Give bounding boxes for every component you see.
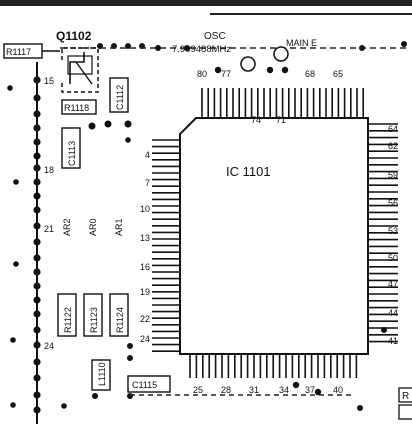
resistor-r1118 (61, 99, 97, 115)
capacitor-c1113 (61, 127, 81, 169)
ic-pin-label-bottom: 37 (305, 385, 315, 395)
bus-pin-21: 21 (44, 224, 54, 234)
ic1101-body (179, 117, 369, 355)
ic-pin-label-right: 47 (388, 279, 398, 289)
ic-pin-label-bottom: 34 (279, 385, 289, 395)
mainboard-label: MAIN E (286, 38, 317, 48)
ic-pin-label-top: 68 (305, 69, 315, 79)
ic1101-label: IC 1101 (226, 164, 271, 179)
ic-pins-bottom (189, 354, 358, 378)
ic-pin-label-right: 56 (388, 198, 398, 208)
c1113-label: C1113 (67, 141, 77, 166)
l1110-label: L1110 (97, 362, 107, 386)
osc-pad-left (240, 56, 256, 72)
array-ar0-label: AR0 (88, 218, 98, 236)
bus-pin-24: 24 (44, 341, 54, 351)
ic-pin-label-left: 10 (140, 204, 150, 214)
ic-pin-label-right: 41 (388, 336, 398, 346)
ic-pin-label-left: 7 (145, 178, 150, 188)
bus-pin-18: 18 (44, 165, 54, 175)
ic-pin-label-bottom: 28 (221, 385, 231, 395)
edge-connector-box (398, 387, 412, 403)
ic-pin-label-top: 74 (251, 115, 261, 125)
r1118-label: R1118 (64, 103, 89, 113)
ic-pin-label-left: 13 (140, 233, 150, 243)
ic-pin-label-left: 4 (145, 150, 150, 160)
edge-connector-label: R (402, 391, 409, 402)
array-ar1-label: AR1 (114, 218, 124, 236)
resistor-r1123 (83, 293, 103, 337)
ic-pin-label-top: 71 (276, 115, 286, 125)
ic-pin-label-bottom: 25 (193, 385, 203, 395)
r1123-label: R1123 (89, 307, 99, 333)
ic-pins-left (152, 139, 180, 353)
ic-pin-label-top: 80 (197, 69, 207, 79)
c1115-label: C1115 (132, 380, 157, 390)
ic-pin-label-right: 59 (388, 170, 398, 180)
osc-frequency: 7.999488MHz (172, 44, 231, 55)
ic-pin-label-right: 64 (388, 124, 398, 134)
capacitor-c1112 (109, 77, 129, 113)
osc-label: OSC (204, 31, 226, 42)
resistor-r1124 (109, 293, 129, 337)
ic-pin-label-right: 62 (388, 141, 398, 151)
ic-pin-label-top: 65 (333, 69, 343, 79)
ic-pin-label-right: 44 (388, 308, 398, 318)
ic-pin-label-bottom: 31 (249, 385, 259, 395)
left-bus-dots (33, 76, 41, 414)
transistor-q1102 (61, 47, 99, 93)
ic-pin-label-left: 16 (140, 262, 150, 272)
ic-pin-label-right: 50 (388, 253, 398, 263)
ic-pin-label-left: 24 (140, 334, 150, 344)
inductor-l1110 (91, 359, 111, 391)
capacitor-c1115 (127, 375, 171, 393)
c1112-label: C1112 (115, 85, 125, 110)
ic-pin-label-top: 77 (221, 69, 231, 79)
ic-pins-top (201, 88, 365, 118)
ic-pin-label-left: 22 (140, 314, 150, 324)
r1122-label: R1122 (63, 307, 73, 333)
array-ar2-label: AR2 (62, 218, 72, 236)
top-border (0, 0, 412, 6)
r1117-label: R1117 (6, 47, 31, 57)
bus-pin-15: 15 (44, 76, 54, 86)
ic-pins-right (368, 123, 398, 343)
ic-pin-label-right: 53 (388, 226, 398, 236)
osc-pad-right (273, 46, 289, 62)
ic-pin-label-left: 19 (140, 287, 150, 297)
r1124-label: R1124 (115, 307, 125, 333)
edge-connector-box-2 (398, 404, 412, 420)
resistor-r1122 (57, 293, 77, 337)
resistor-r1117 (3, 43, 60, 59)
ic-pin-label-bottom: 40 (333, 385, 343, 395)
q1102-label: Q1102 (56, 29, 92, 43)
